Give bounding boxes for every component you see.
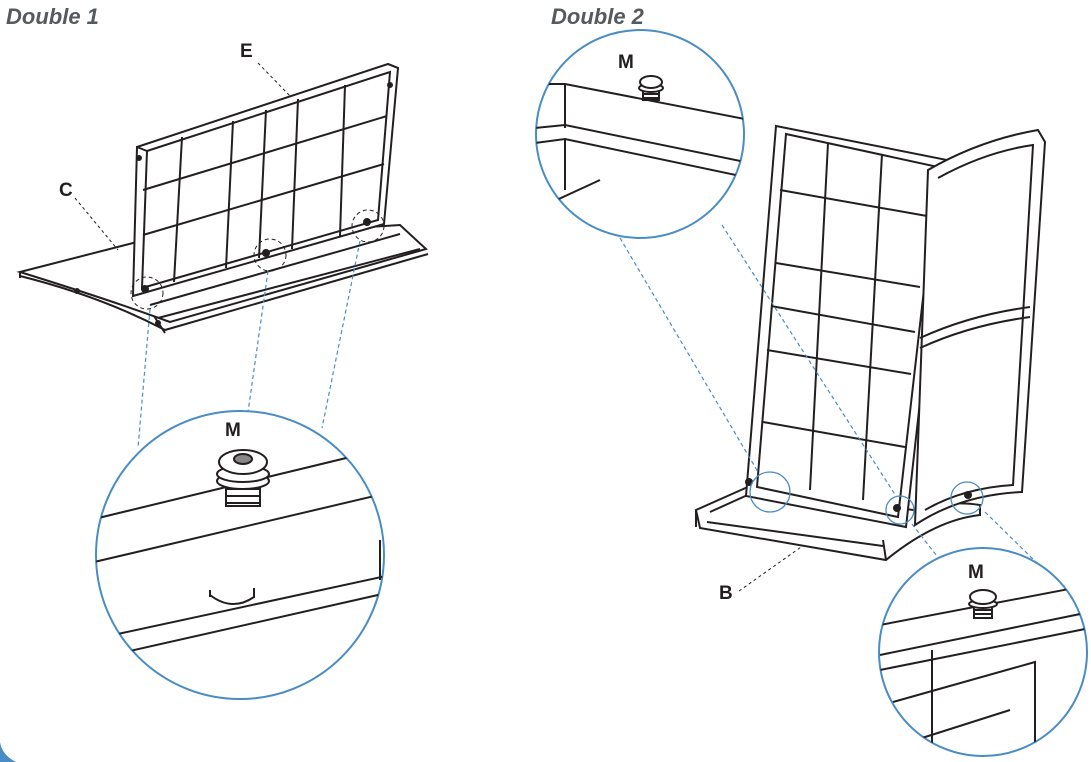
hardware-label-m: M [225,420,241,441]
seat-frame-c [16,223,429,334]
bolt-m-icon [638,75,664,101]
detail-circle-double-1 [95,410,385,700]
callout-lines-double-2 [619,224,1041,567]
detail-circle-bottom-right [878,547,1088,757]
detail-markers-double-2 [749,471,984,525]
part-label-c: C [59,180,73,201]
detail-markers-double-1 [130,209,385,310]
corner-decoration [0,742,16,762]
hardware-label-m: M [618,52,634,73]
back-panel-e [131,62,400,298]
back-panel-double-2 [744,124,949,529]
step-title-double-2: Double 2 [551,4,644,29]
side-panel-double-2 [913,128,1047,527]
step-title-double-1: Double 1 [6,4,99,29]
detail-circle-top-left [535,29,745,239]
hardware-label-m: M [968,562,984,583]
part-label-b: B [719,583,733,604]
bolt-m-icon [216,449,270,507]
bolt-m-icon [968,589,998,619]
callout-lines-double-1 [137,240,361,449]
part-label-e: E [240,41,253,62]
